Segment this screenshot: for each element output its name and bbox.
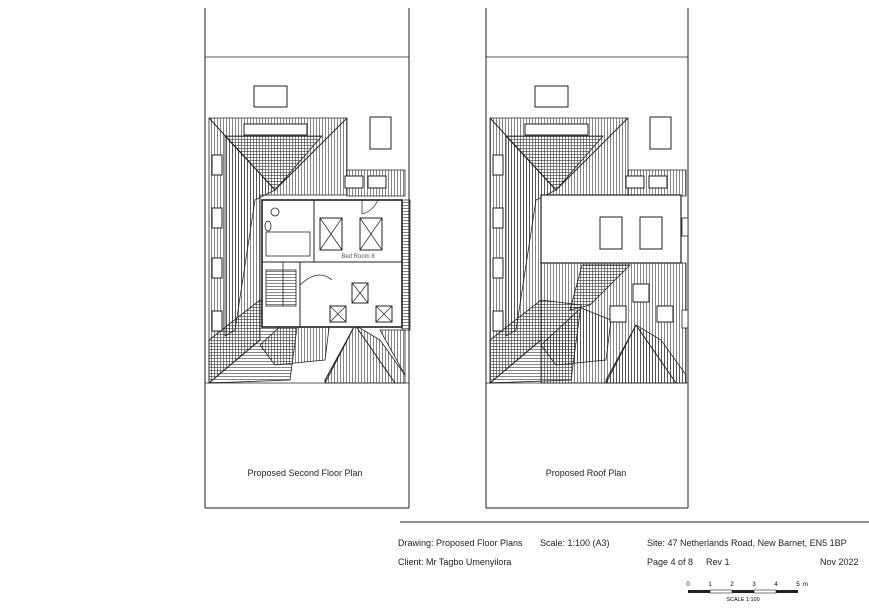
scale-unit: m <box>803 582 808 588</box>
rooflight <box>648 175 668 189</box>
scale-tick-label: 3 <box>752 582 756 588</box>
rooflight <box>534 85 569 108</box>
room-label: Bed Room 8 <box>341 254 375 260</box>
rooflight <box>656 305 674 323</box>
scale-tick-label: 0 <box>686 582 690 588</box>
revision: Rev 1 <box>706 557 730 567</box>
site-address: Site: 47 Netherlands Road, New Barnet, E… <box>647 538 847 548</box>
rooflight <box>367 175 387 189</box>
basin <box>270 207 280 217</box>
left-plan-title: Proposed Second Floor Plan <box>247 468 362 478</box>
rooflight <box>649 116 672 150</box>
bath <box>265 231 311 257</box>
drawing-name: Drawing: Proposed Floor Plans <box>398 538 523 548</box>
window <box>681 217 689 237</box>
rooflight <box>599 216 623 250</box>
rooflight <box>609 305 627 323</box>
toilet <box>264 220 272 232</box>
window <box>211 310 223 332</box>
window <box>681 309 689 329</box>
window <box>211 207 223 229</box>
rooflight <box>639 216 663 250</box>
scale-bar: 0 1 2 3 4 5 m SCALE 1:100 <box>686 582 808 603</box>
rooflight <box>632 283 650 303</box>
scale-caption: SCALE 1:100 <box>726 597 759 603</box>
scale-tick-label: 5 <box>796 582 800 588</box>
scale-tick-label: 4 <box>774 582 778 588</box>
ridge-rooflight <box>524 123 589 136</box>
right-plan-title: Proposed Roof Plan <box>546 468 627 478</box>
window <box>492 154 504 176</box>
client-name: Client: Mr Tagbo Umenyilora <box>398 557 512 567</box>
page-number: Page 4 of 8 <box>647 557 694 567</box>
rooflight <box>253 85 288 108</box>
window <box>492 207 504 229</box>
room-rooflights <box>319 217 393 323</box>
rooflight <box>369 116 392 150</box>
dormer-rooms: Bed Room 8 <box>261 199 403 328</box>
window <box>492 257 504 279</box>
rooflight <box>344 175 364 189</box>
drawing-scale: Scale: 1:100 (A3) <box>540 538 610 548</box>
window <box>492 310 504 332</box>
scale-tick-label: 2 <box>730 582 734 588</box>
stairs <box>265 262 297 307</box>
ridge-rooflight <box>243 123 308 136</box>
drawing-date: Nov 2022 <box>820 557 859 567</box>
window <box>211 154 223 176</box>
second-floor-plan: Bed Room 8 Proposed Second Floor Plan <box>204 8 411 509</box>
roof-plan: Proposed Roof Plan <box>485 8 689 509</box>
scale-tick-label: 1 <box>708 582 712 588</box>
window <box>211 257 223 279</box>
rooflight <box>625 175 645 189</box>
